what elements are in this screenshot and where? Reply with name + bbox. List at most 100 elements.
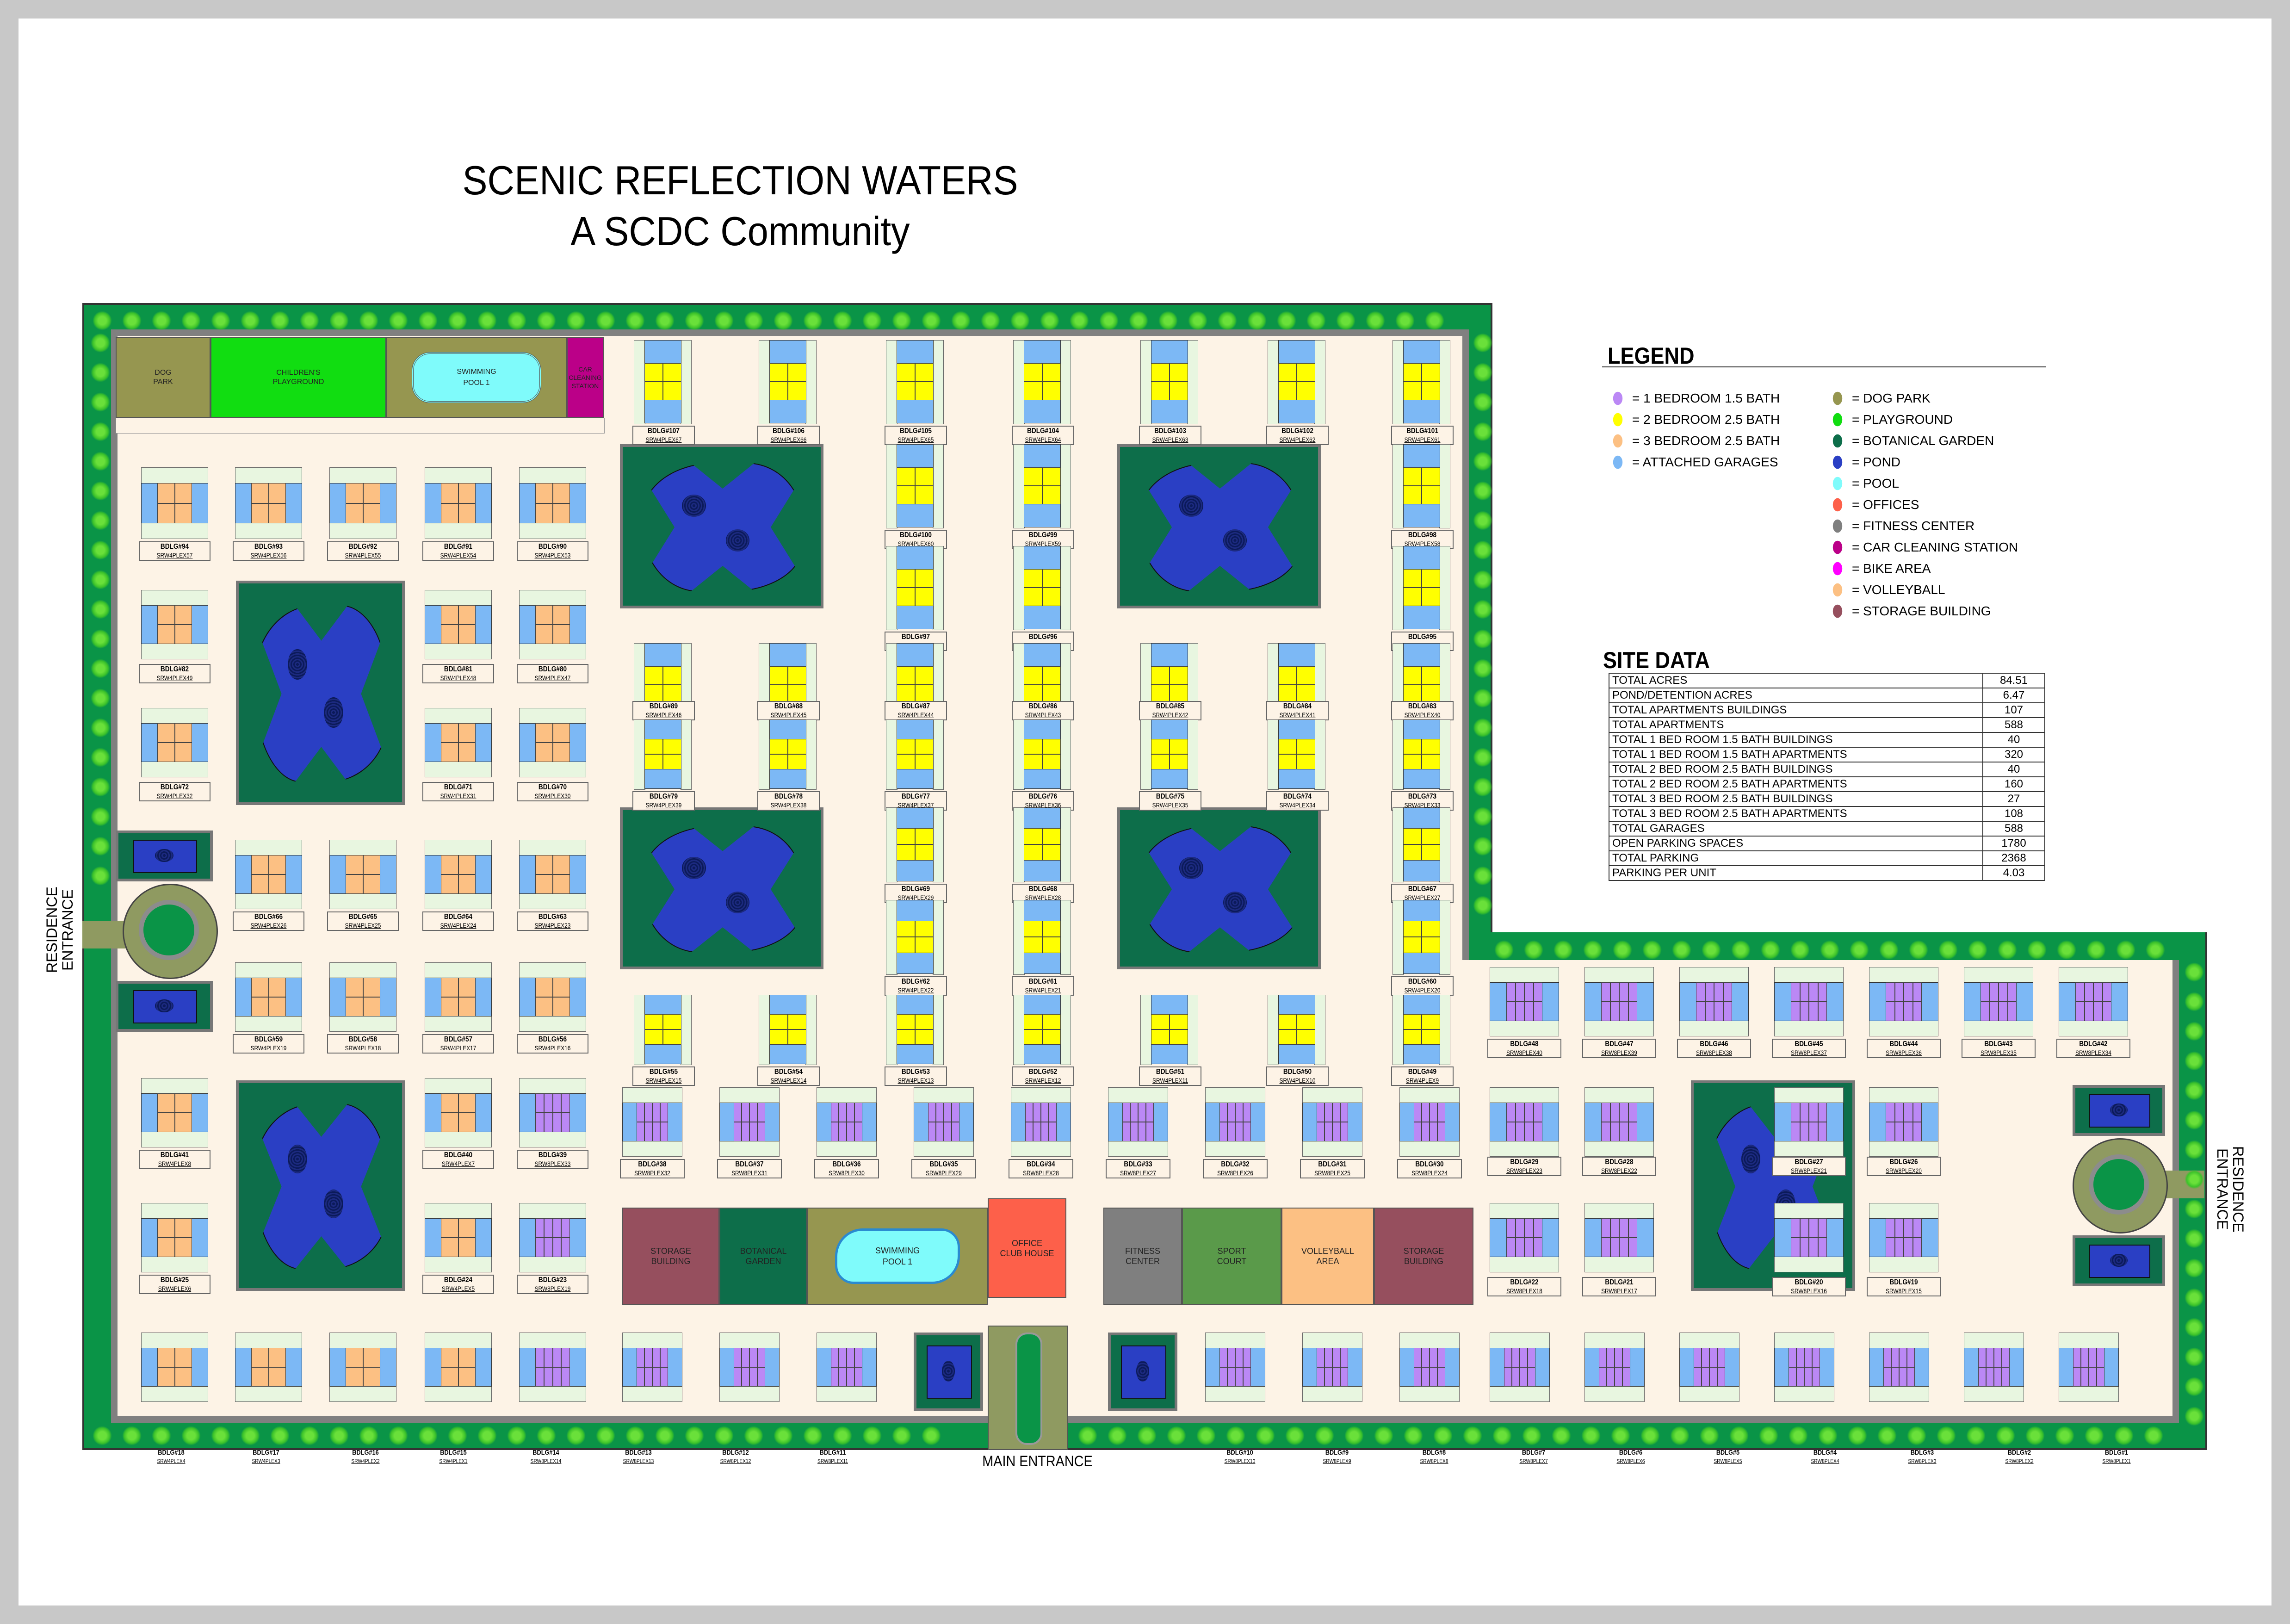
apartment-building[interactable] — [1205, 1333, 1265, 1402]
bottom-amenity-3[interactable]: OFFICE CLUB HOUSE — [988, 1198, 1066, 1298]
bottom-amenity-4[interactable]: FITNESS CENTER — [1103, 1208, 1182, 1305]
apartment-building[interactable] — [1774, 967, 1844, 1036]
apartment-building[interactable] — [1679, 1333, 1739, 1402]
top-amenity-1[interactable]: CHILDREN'S PLAYGROUND — [210, 337, 386, 418]
apartment-building[interactable] — [425, 467, 492, 539]
apartment-building[interactable] — [425, 962, 492, 1032]
apartment-building[interactable] — [425, 840, 492, 909]
apartment-building[interactable] — [141, 708, 208, 777]
apartment-building[interactable] — [1013, 719, 1071, 790]
apartment-building[interactable] — [329, 840, 396, 909]
apartment-building[interactable] — [1490, 967, 1559, 1036]
apartment-building[interactable] — [1964, 967, 2033, 1036]
apartment-building[interactable] — [759, 340, 817, 424]
apartment-building[interactable] — [817, 1333, 877, 1402]
apartment-building[interactable] — [634, 340, 692, 424]
apartment-building[interactable] — [1869, 1087, 1938, 1157]
apartment-building[interactable] — [1108, 1087, 1168, 1157]
apartment-building[interactable] — [1013, 444, 1071, 528]
apartment-building[interactable] — [425, 590, 492, 659]
apartment-building[interactable] — [1399, 1333, 1460, 1402]
apartment-building[interactable] — [634, 719, 692, 790]
apartment-building[interactable] — [519, 1078, 586, 1147]
apartment-building[interactable] — [886, 719, 944, 790]
apartment-building[interactable] — [519, 962, 586, 1032]
bottom-amenity-6[interactable]: VOLLEYBALL AREA — [1281, 1208, 1374, 1305]
apartment-building[interactable] — [519, 708, 586, 777]
apartment-building[interactable] — [1490, 1203, 1559, 1272]
apartment-building[interactable] — [1013, 807, 1071, 882]
apartment-building[interactable] — [1393, 900, 1450, 975]
apartment-building[interactable] — [634, 995, 692, 1065]
apartment-building[interactable] — [1140, 995, 1198, 1065]
apartment-building[interactable] — [759, 995, 817, 1065]
apartment-building[interactable] — [886, 546, 944, 630]
apartment-building[interactable] — [1011, 1087, 1071, 1157]
apartment-building[interactable] — [1584, 967, 1654, 1036]
apartment-building[interactable] — [2059, 967, 2128, 1036]
apartment-building[interactable] — [141, 1078, 208, 1147]
apartment-building[interactable] — [519, 1333, 586, 1402]
apartment-building[interactable] — [1679, 967, 1749, 1036]
apartment-building[interactable] — [235, 467, 302, 539]
apartment-building[interactable] — [886, 340, 944, 424]
apartment-building[interactable] — [1393, 444, 1450, 528]
apartment-building[interactable] — [886, 807, 944, 882]
top-amenity-2[interactable]: SWIMMING POOL 1 — [386, 337, 567, 418]
apartment-building[interactable] — [886, 995, 944, 1065]
apartment-building[interactable] — [141, 467, 208, 539]
apartment-building[interactable] — [1774, 1203, 1844, 1272]
apartment-building[interactable] — [1584, 1087, 1654, 1157]
apartment-building[interactable] — [1140, 340, 1198, 424]
apartment-building[interactable] — [817, 1087, 877, 1157]
apartment-building[interactable] — [759, 719, 817, 790]
apartment-building[interactable] — [1393, 995, 1450, 1065]
apartment-building[interactable] — [1013, 900, 1071, 975]
apartment-building[interactable] — [1774, 1333, 1834, 1402]
apartment-building[interactable] — [2059, 1333, 2119, 1402]
top-amenity-0[interactable]: DOG PARK — [116, 337, 210, 418]
apartment-building[interactable] — [1013, 546, 1071, 630]
apartment-building[interactable] — [235, 962, 302, 1032]
apartment-building[interactable] — [1774, 1087, 1844, 1157]
apartment-building[interactable] — [141, 590, 208, 659]
apartment-building[interactable] — [886, 900, 944, 975]
apartment-building[interactable] — [1393, 546, 1450, 630]
apartment-building[interactable] — [914, 1087, 974, 1157]
apartment-building[interactable] — [1964, 1333, 2024, 1402]
apartment-building[interactable] — [1302, 1087, 1362, 1157]
apartment-building[interactable] — [425, 1078, 492, 1147]
bottom-amenity-7[interactable]: STORAGE BUILDING — [1374, 1208, 1473, 1305]
apartment-building[interactable] — [1393, 807, 1450, 882]
apartment-building[interactable] — [886, 444, 944, 528]
apartment-building[interactable] — [1393, 340, 1450, 424]
apartment-building[interactable] — [425, 1203, 492, 1272]
apartment-building[interactable] — [1013, 995, 1071, 1065]
apartment-building[interactable] — [329, 962, 396, 1032]
apartment-building[interactable] — [1302, 1333, 1362, 1402]
apartment-building[interactable] — [1013, 340, 1071, 424]
apartment-building[interactable] — [235, 1333, 302, 1402]
apartment-building[interactable] — [519, 1203, 586, 1272]
apartment-building[interactable] — [719, 1333, 780, 1402]
apartment-building[interactable] — [1268, 719, 1325, 790]
apartment-building[interactable] — [519, 840, 586, 909]
apartment-building[interactable] — [719, 1087, 780, 1157]
bottom-amenity-5[interactable]: SPORT COURT — [1182, 1208, 1281, 1305]
apartment-building[interactable] — [1268, 995, 1325, 1065]
apartment-building[interactable] — [1393, 719, 1450, 790]
apartment-building[interactable] — [1399, 1087, 1460, 1157]
apartment-building[interactable] — [622, 1333, 682, 1402]
bottom-amenity-0[interactable]: STORAGE BUILDING — [622, 1208, 719, 1305]
apartment-building[interactable] — [141, 1333, 208, 1402]
apartment-building[interactable] — [329, 1333, 396, 1402]
apartment-building[interactable] — [519, 590, 586, 659]
apartment-building[interactable] — [1869, 967, 1938, 1036]
apartment-building[interactable] — [1869, 1333, 1929, 1402]
apartment-building[interactable] — [1584, 1203, 1654, 1272]
apartment-building[interactable] — [1140, 719, 1198, 790]
apartment-building[interactable] — [425, 708, 492, 777]
apartment-building[interactable] — [235, 840, 302, 909]
apartment-building[interactable] — [329, 467, 396, 539]
bottom-amenity-2[interactable]: SWIMMING POOL 1 — [807, 1208, 988, 1305]
